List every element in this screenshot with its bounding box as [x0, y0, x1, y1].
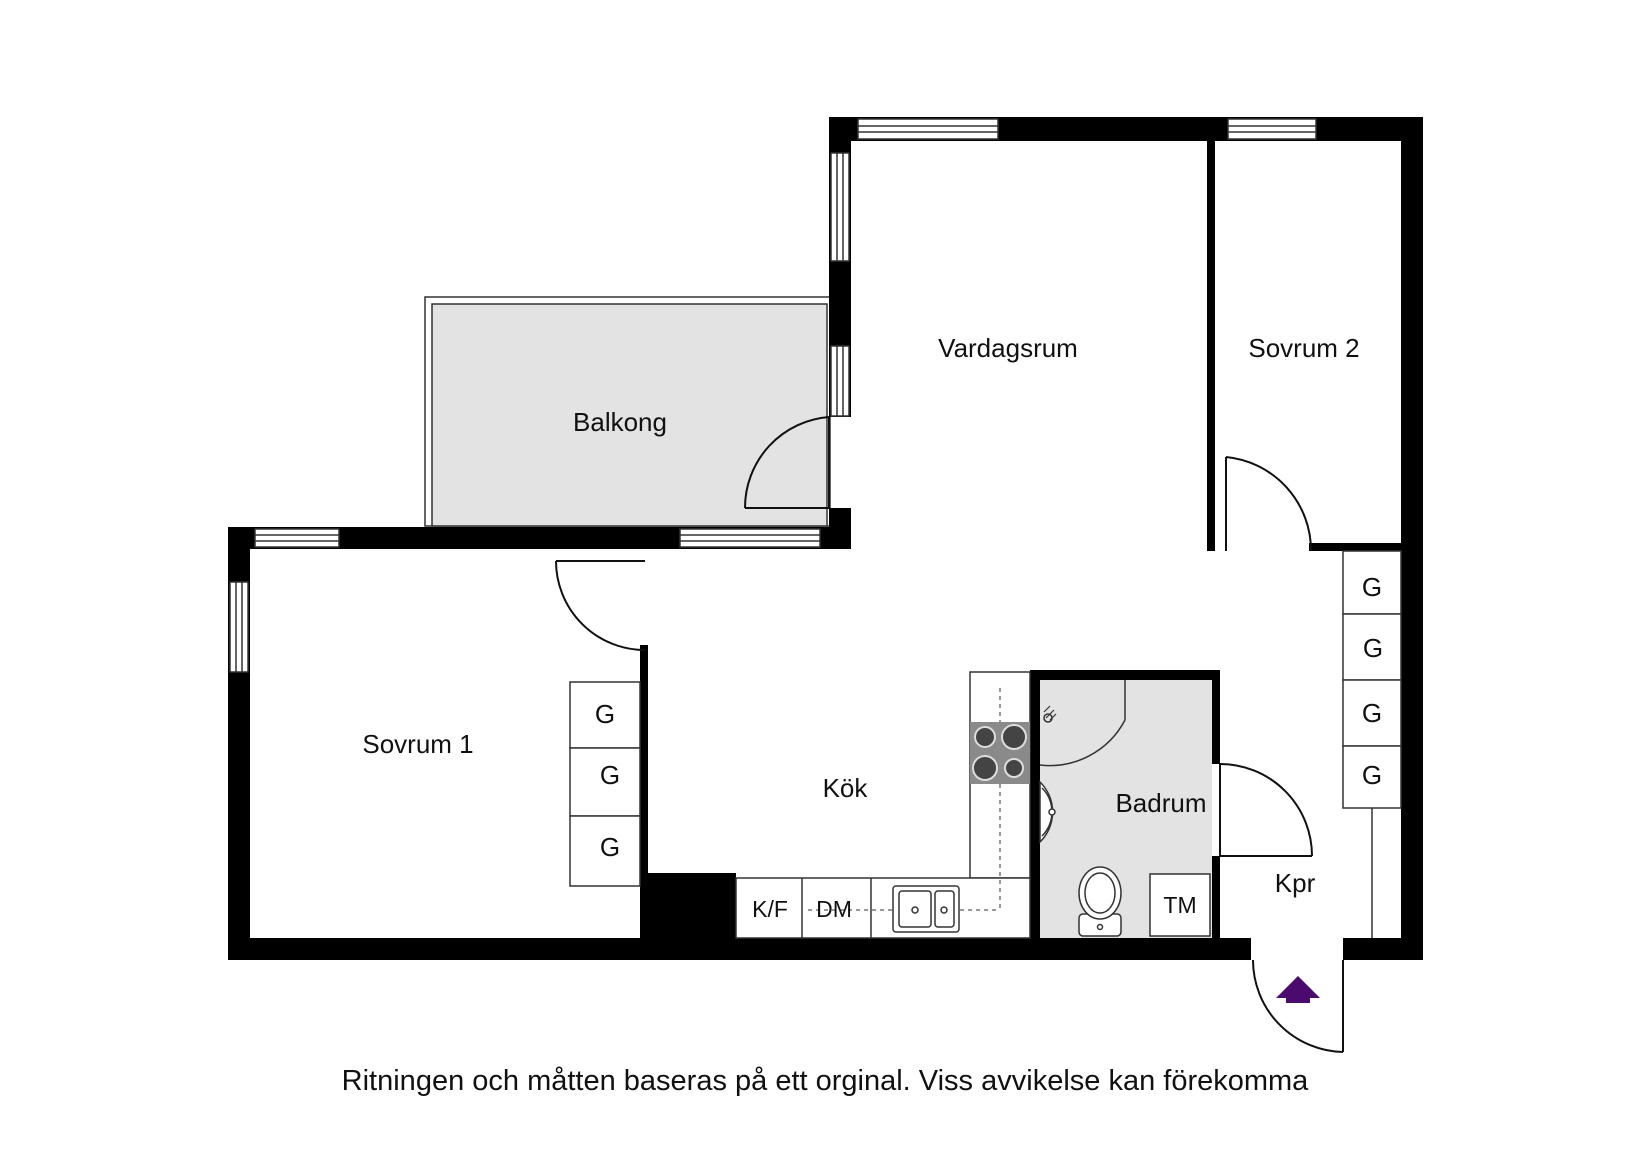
balcony	[424, 296, 831, 527]
washer-label: TM	[1163, 892, 1196, 918]
wardrobe-bedroom1	[569, 681, 641, 887]
dishwasher-label: DM	[816, 896, 852, 922]
closet-label: G	[1363, 633, 1383, 663]
room-label-sovrum1: Sovrum 1	[362, 729, 473, 759]
entrance-arrow-icon	[1276, 976, 1320, 1003]
sink-icon	[892, 885, 960, 933]
closet-label: G	[1362, 760, 1382, 790]
walls	[228, 117, 1423, 960]
wardrobe-hallway	[1342, 550, 1402, 938]
room-label-kok: Kök	[823, 773, 869, 803]
room-label-vardagsrum: Vardagsrum	[938, 333, 1078, 363]
room-label-sovrum2: Sovrum 2	[1248, 333, 1359, 363]
window-icon	[229, 118, 1317, 673]
closet-label: G	[1362, 572, 1382, 602]
closet-label: G	[600, 760, 620, 790]
closet-label: G	[600, 832, 620, 862]
room-label-badrum: Badrum	[1115, 788, 1206, 818]
room-label-kpr: Kpr	[1275, 868, 1316, 898]
closet-label: G	[1362, 698, 1382, 728]
washbasin-icon	[1039, 780, 1056, 844]
fridge-freezer-label: K/F	[752, 896, 788, 922]
stove-icon	[970, 722, 1030, 784]
washer	[1149, 873, 1211, 937]
room-label-balkong: Balkong	[573, 407, 667, 437]
closet-label: G	[595, 699, 615, 729]
toilet-icon	[1078, 866, 1122, 937]
shower-icon	[1039, 680, 1126, 767]
disclaimer-text: Ritningen och måtten baseras på ett orgi…	[341, 1065, 1309, 1097]
door-swing-icon	[555, 416, 1344, 1053]
